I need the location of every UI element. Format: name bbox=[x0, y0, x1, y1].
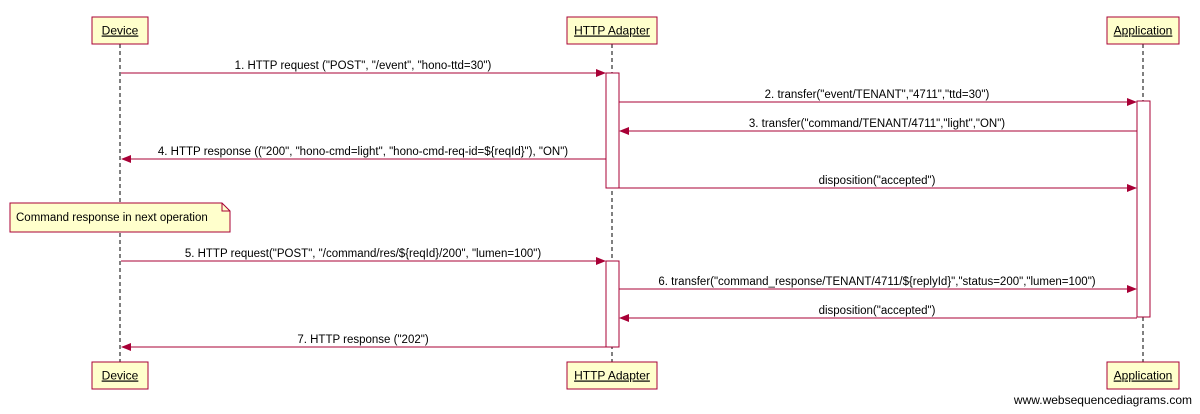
note-text: Command response in next operation bbox=[16, 212, 208, 224]
message-label: 4. HTTP response (("200", "hono-cmd=ligh… bbox=[158, 146, 568, 158]
message-7: 7. HTTP response ("202") bbox=[121, 334, 606, 351]
participant-device-bottom[interactable]: Device bbox=[91, 361, 149, 390]
participant-device-label: Device bbox=[102, 24, 139, 38]
message-label: 7. HTTP response ("202") bbox=[297, 334, 428, 346]
message-3: 3. transfer("command/TENANT/4711","light… bbox=[619, 118, 1137, 135]
participant-adapter-label: HTTP Adapter bbox=[574, 369, 650, 383]
messages: 1. HTTP request ("POST", "/event", "hono… bbox=[121, 60, 1137, 351]
note-fold bbox=[221, 203, 230, 212]
message-label: 1. HTTP request ("POST", "/event", "hono… bbox=[235, 60, 492, 72]
note-box bbox=[9, 202, 231, 233]
participant-device-label: Device bbox=[102, 369, 139, 383]
participant-application-label: Application bbox=[1114, 369, 1173, 383]
message-label: disposition("accepted") bbox=[819, 305, 936, 317]
message-1: 1. HTTP request ("POST", "/event", "hono… bbox=[121, 60, 606, 77]
watermark: www.websequencediagrams.com bbox=[1013, 393, 1192, 407]
participant-device-top[interactable]: Device bbox=[91, 16, 149, 45]
message-label: 3. transfer("command/TENANT/4711","light… bbox=[749, 118, 1005, 130]
note: Command response in next operation bbox=[9, 202, 231, 233]
participants-bottom: Device HTTP Adapter Application bbox=[91, 361, 1180, 390]
message-2: 2. transfer("event/TENANT","4711","ttd=3… bbox=[619, 89, 1137, 106]
message-label: disposition("accepted") bbox=[819, 175, 936, 187]
message-disposition-2: disposition("accepted") bbox=[619, 305, 1137, 322]
participant-adapter-top[interactable]: HTTP Adapter bbox=[566, 16, 658, 45]
participant-application-top[interactable]: Application bbox=[1106, 16, 1180, 45]
activations bbox=[605, 72, 1151, 348]
message-disposition-1: disposition("accepted") bbox=[612, 175, 1137, 192]
lifelines bbox=[119, 44, 1144, 362]
message-4: 4. HTTP response (("200", "hono-cmd=ligh… bbox=[121, 146, 606, 163]
message-label: 5. HTTP request("POST", "/command/res/${… bbox=[185, 248, 542, 260]
message-6: 6. transfer("command_response/TENANT/471… bbox=[619, 276, 1137, 293]
participant-adapter-label: HTTP Adapter bbox=[574, 24, 650, 38]
participants-top: Device HTTP Adapter Application bbox=[91, 16, 1180, 45]
activation-application-1 bbox=[1136, 100, 1151, 318]
activation-adapter-2 bbox=[605, 260, 620, 348]
participant-application-bottom[interactable]: Application bbox=[1106, 361, 1180, 390]
message-label: 6. transfer("command_response/TENANT/471… bbox=[658, 276, 1095, 288]
message-5: 5. HTTP request("POST", "/command/res/${… bbox=[121, 248, 606, 265]
message-label: 2. transfer("event/TENANT","4711","ttd=3… bbox=[765, 89, 990, 101]
participant-adapter-bottom[interactable]: HTTP Adapter bbox=[566, 361, 658, 390]
activation-adapter-1 bbox=[605, 72, 620, 189]
participant-application-label: Application bbox=[1114, 24, 1173, 38]
